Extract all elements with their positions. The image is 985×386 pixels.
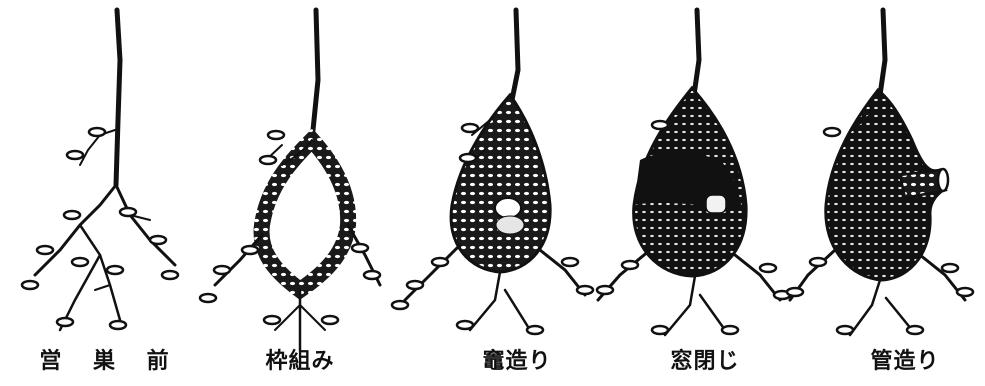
stage-label-tube-building: 管造り [820, 343, 985, 375]
stage-4-window-closing [597, 10, 790, 335]
stage-label-oven-building: 竈造り [432, 343, 602, 375]
stage-2-framework [200, 10, 380, 350]
stage-label-before-nesting: 営 巣 前 [25, 343, 195, 375]
stage-label-window-closing: 窓閉じ [620, 343, 790, 375]
stage-label-framework: 枠組み [215, 343, 385, 375]
stage-3-oven-building [392, 10, 593, 334]
stage-1-before-nesting [22, 10, 178, 330]
stage-5-tube-building [787, 10, 973, 335]
